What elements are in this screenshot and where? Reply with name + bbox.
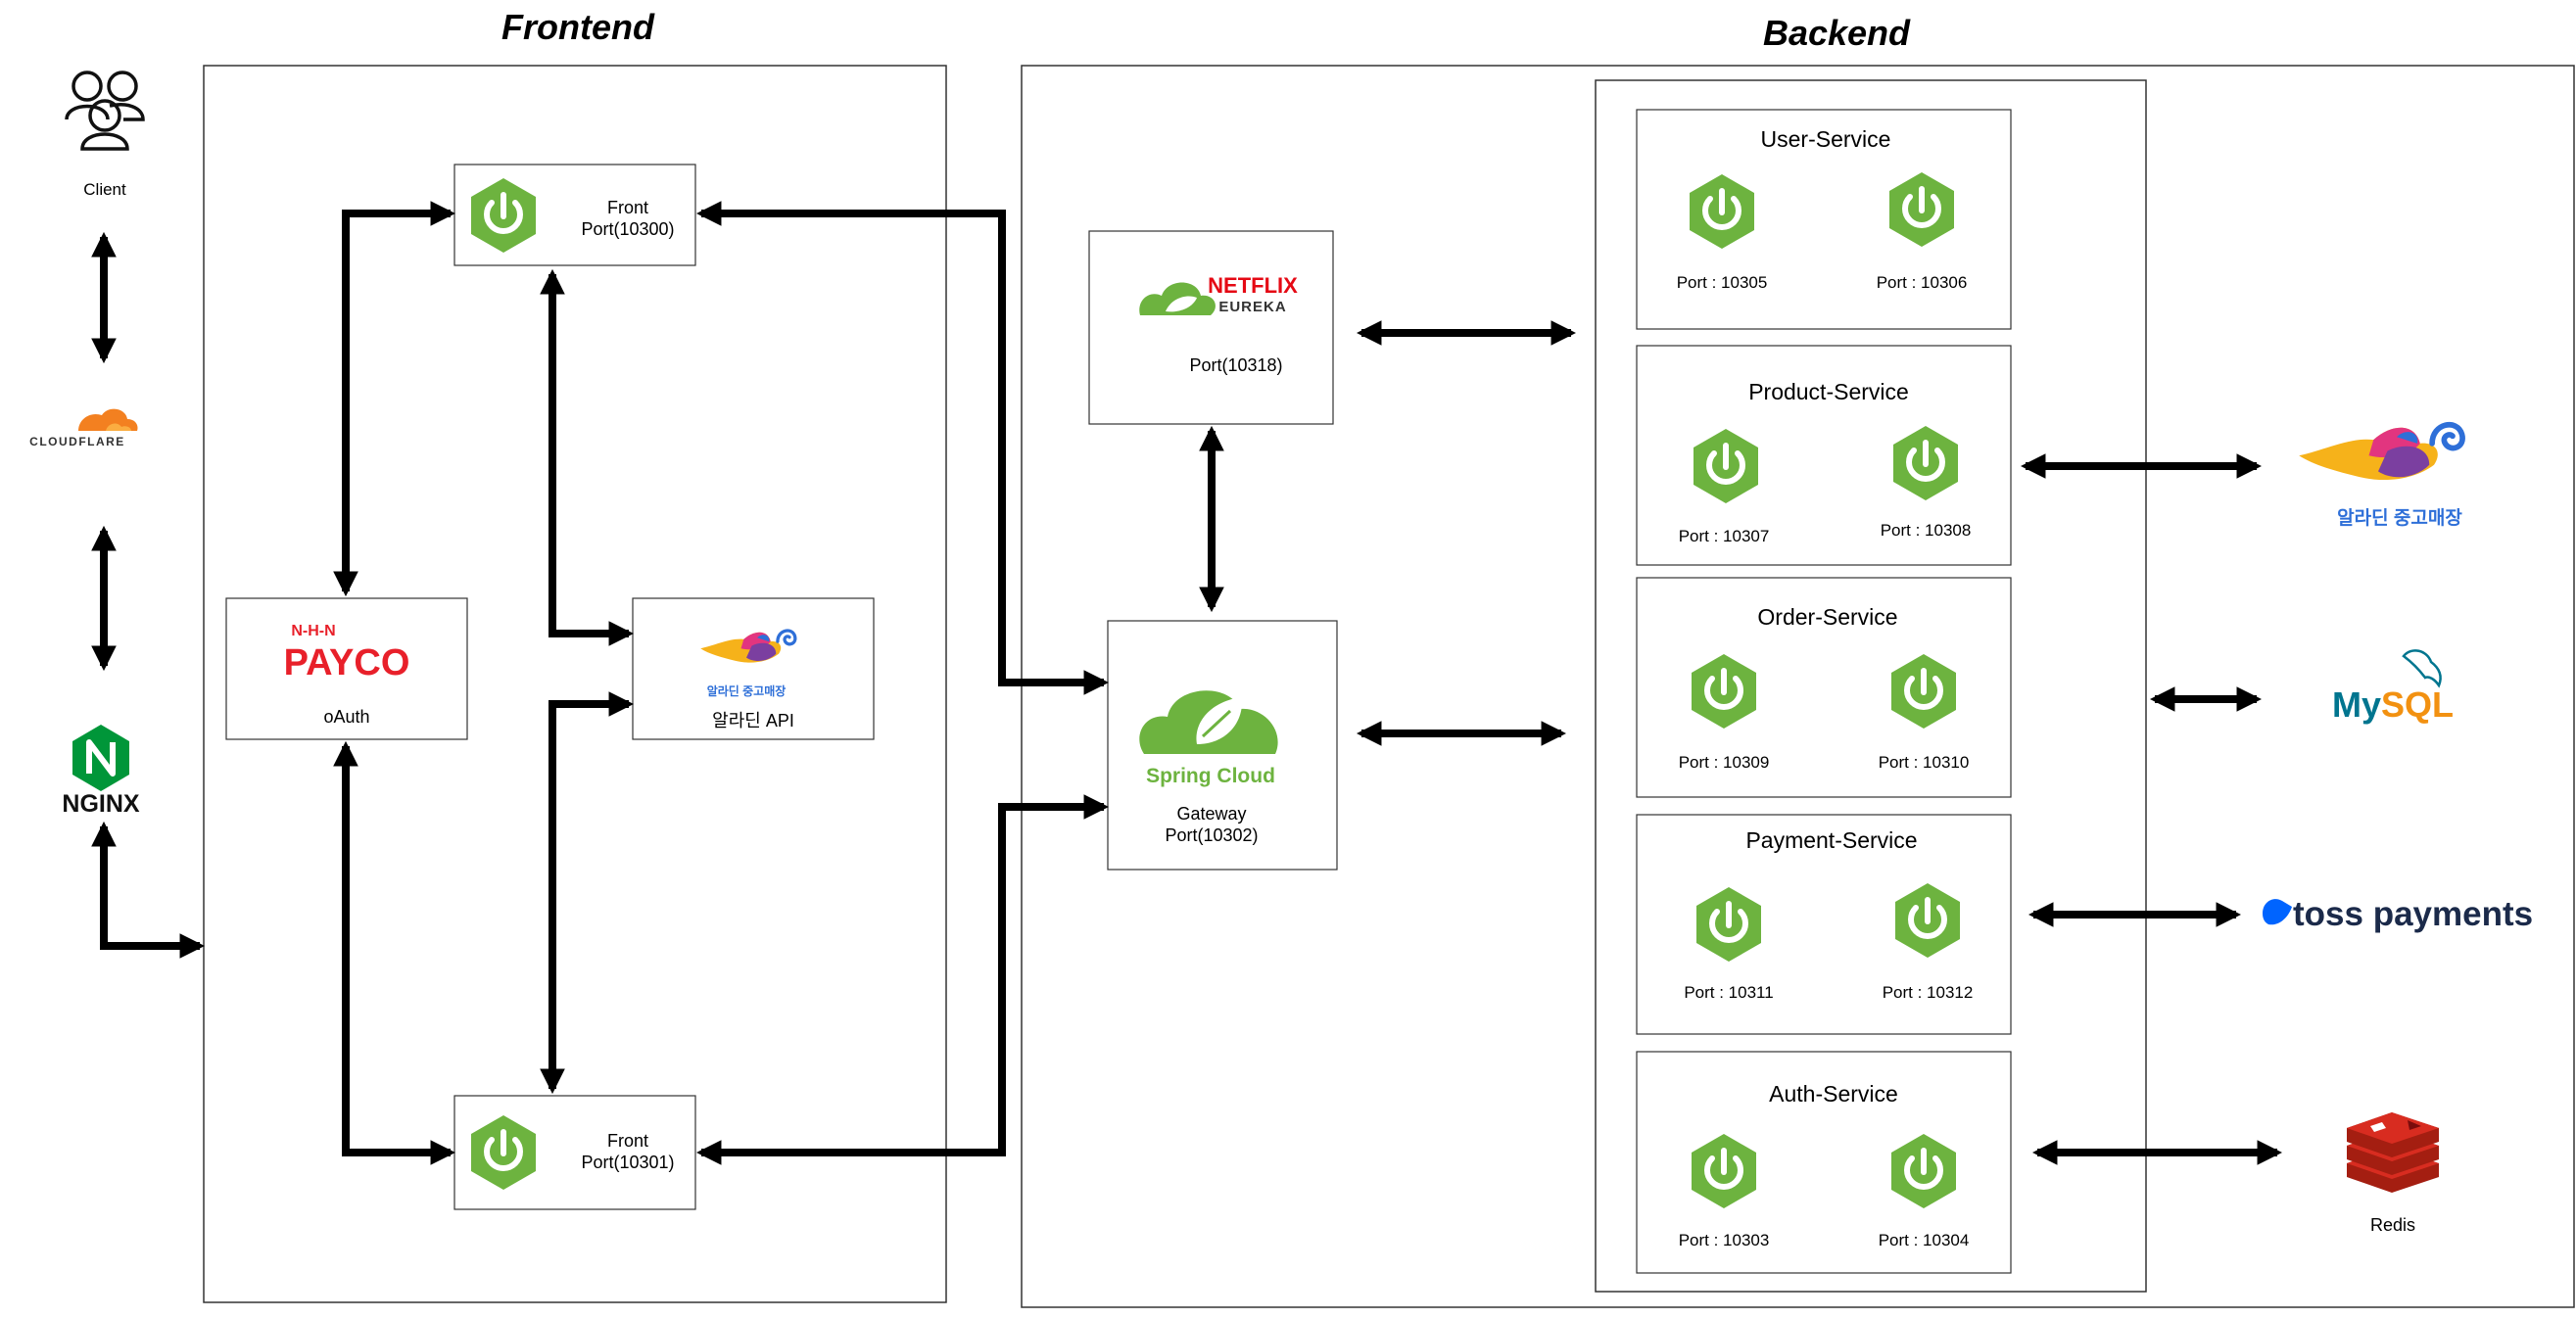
port-label: Port : 10305 [1677,273,1768,292]
toss-payments-logo: toss payments [2263,895,2533,933]
port-label: Port : 10304 [1879,1231,1970,1249]
arrow-front2-gateway [695,794,1110,1165]
port-label: Port : 10310 [1879,753,1970,772]
spring-cloud-icon [1139,690,1278,754]
service-user: User-Service Port : 10305 Port : 10306 [1636,109,2012,330]
arrow-aladin-front2 [540,691,635,1095]
cloud-icon [78,408,138,431]
payco-brand-top: N-H-N [291,623,335,639]
port-label: Port : 10303 [1679,1231,1770,1249]
port-label: Port : 10306 [1877,273,1968,292]
service-name: Product-Service [1748,379,1909,404]
service-order: Order-Service Port : 10309 Port : 10310 [1636,577,2012,798]
arrow-front1-aladin [540,268,635,646]
toss-icon [2263,899,2292,925]
port-label: Port : 10312 [1883,983,1974,1002]
service-name: User-Service [1761,126,1891,152]
front2-line2: Port(10301) [581,1153,674,1172]
port-label: Port : 10307 [1679,527,1770,545]
mysql-my: My [2332,684,2381,725]
service-payment: Payment-Service Port : 10311 Port : 1031… [1636,814,2012,1035]
front1-line2: Port(10300) [581,219,674,239]
eureka-brand-eureka: EUREKA [1218,299,1286,315]
backend-title: Backend [1763,13,1911,53]
arrow-front1-gateway [695,201,1110,695]
eureka-cloud-icon [1139,282,1216,315]
front-box-10300 [453,164,696,266]
service-name: Auth-Service [1769,1081,1898,1107]
service-auth: Auth-Service Port : 10303 Port : 10304 [1636,1051,2012,1274]
front1-line1: Front [607,198,648,217]
aladin-api-logo-text: 알라딘 중고매장 [707,683,787,698]
payco-oauth-label: oAuth [323,707,369,727]
arrows [91,201,2283,1165]
arrow-nginx-frontend [91,821,206,959]
port-label: Port : 10311 [1684,983,1773,1002]
mysql-sql: SQL [2381,684,2454,725]
service-name: Payment-Service [1745,827,1917,853]
aladin-logo-text: 알라딘 중고매장 [2337,507,2462,529]
mysql-logo: My SQL [2332,649,2454,725]
eureka-box [1088,230,1334,425]
nginx-label: NGINX [62,790,140,818]
redis-label: Redis [2370,1215,2415,1235]
gateway-line1: Gateway [1176,804,1246,824]
nginx-hexagon-icon [72,725,129,791]
port-label: Port : 10309 [1679,753,1770,772]
payco-logo: PAYCO [284,642,410,683]
dolphin-icon [2402,649,2442,688]
gateway-brand: Spring Cloud [1146,765,1275,787]
eureka-brand-netflix: NETFLIX [1208,273,1298,298]
payco-box [225,597,468,740]
redis-icon [2347,1112,2439,1193]
client-label: Client [83,180,126,199]
frontend-title: Frontend [501,7,655,47]
cloudflare-label: CLOUDFLARE [29,435,125,448]
arrow-payco-front2 [333,740,456,1165]
users-icon [65,71,145,151]
services-container [1595,79,2147,1293]
gateway-line2: Port(10302) [1165,825,1258,845]
arrow-front1-payco [333,201,456,597]
front2-line1: Front [607,1131,648,1151]
eureka-port: Port(10318) [1189,355,1282,375]
aladin-api-label: 알라딘 API [712,711,794,730]
genie-lamp-icon [2299,425,2462,480]
toss-text: toss payments [2293,895,2533,933]
service-product: Product-Service Port : 10307 Port : 1030… [1636,345,2012,566]
port-label: Port : 10308 [1881,521,1972,540]
service-name: Order-Service [1757,604,1897,630]
